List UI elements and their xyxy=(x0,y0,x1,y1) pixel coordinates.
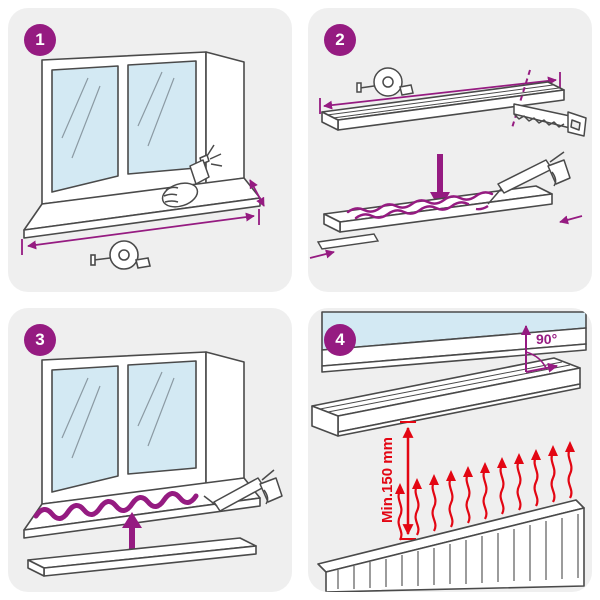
step-2-illustration-cut-and-glue xyxy=(309,67,587,259)
frame-lip xyxy=(321,343,587,373)
glass-pane-right xyxy=(127,360,197,475)
trim-strip xyxy=(316,233,380,250)
min-height-annotation: Min.150 mm xyxy=(379,421,416,540)
glass-reflections xyxy=(61,371,175,459)
glass-reflections xyxy=(61,71,175,159)
hand-fingers xyxy=(163,186,179,203)
spray-burst xyxy=(206,144,223,167)
radiator xyxy=(317,499,585,592)
step-3-number-badge: 3 xyxy=(24,324,56,356)
window xyxy=(23,51,261,239)
step-3-illustration-apply-adhesive xyxy=(23,351,283,577)
up-arrow xyxy=(122,512,142,550)
step-3-panel: 3 xyxy=(8,308,292,592)
cut-line xyxy=(511,69,531,129)
radiator-front xyxy=(325,507,585,592)
push-arrows xyxy=(309,215,583,259)
window-reveal xyxy=(205,351,245,485)
installed-sill xyxy=(311,357,581,437)
glass-pane-left xyxy=(51,65,119,193)
step-1-panel: 1 xyxy=(8,8,292,292)
window-bottom xyxy=(321,311,587,373)
depth-dimension-arrow xyxy=(249,179,265,207)
spray-bottle xyxy=(189,159,210,185)
length-dimension-arrow xyxy=(319,72,561,114)
angle-annotation: 90° xyxy=(521,325,558,373)
min-height-label: Min.150 mm xyxy=(379,437,396,523)
measuring-tape-icon xyxy=(356,67,414,97)
step-2-panel: 2 xyxy=(308,8,592,292)
caulk-gun-icon xyxy=(475,151,571,211)
sill-board xyxy=(27,537,257,577)
spray-bottle-hand-icon xyxy=(161,144,223,208)
step-4-panel: 4 xyxy=(308,308,592,592)
window-sill-front xyxy=(23,497,261,539)
step-1-number-badge: 1 xyxy=(24,24,56,56)
caulk-gun-icon xyxy=(203,469,283,512)
measuring-tape-icon xyxy=(90,240,151,270)
step-2-number-badge: 2 xyxy=(324,24,356,56)
glass-pane-right xyxy=(127,60,197,175)
step-4-number-badge: 4 xyxy=(324,324,356,356)
width-dimension-arrow xyxy=(21,209,260,255)
glue-bead-lines xyxy=(346,191,494,220)
step-1-illustration-measure-window xyxy=(21,51,265,270)
step-4-illustration-install-above-radiator: 90° Min.150 mm xyxy=(311,311,587,592)
angle-label: 90° xyxy=(536,331,557,347)
radiator-fins xyxy=(337,514,579,589)
glass-pane-left xyxy=(51,365,119,493)
adhesive-squiggle xyxy=(33,491,199,521)
saw-icon xyxy=(513,103,587,137)
sill-board-uncut xyxy=(321,81,565,131)
window xyxy=(23,351,261,539)
